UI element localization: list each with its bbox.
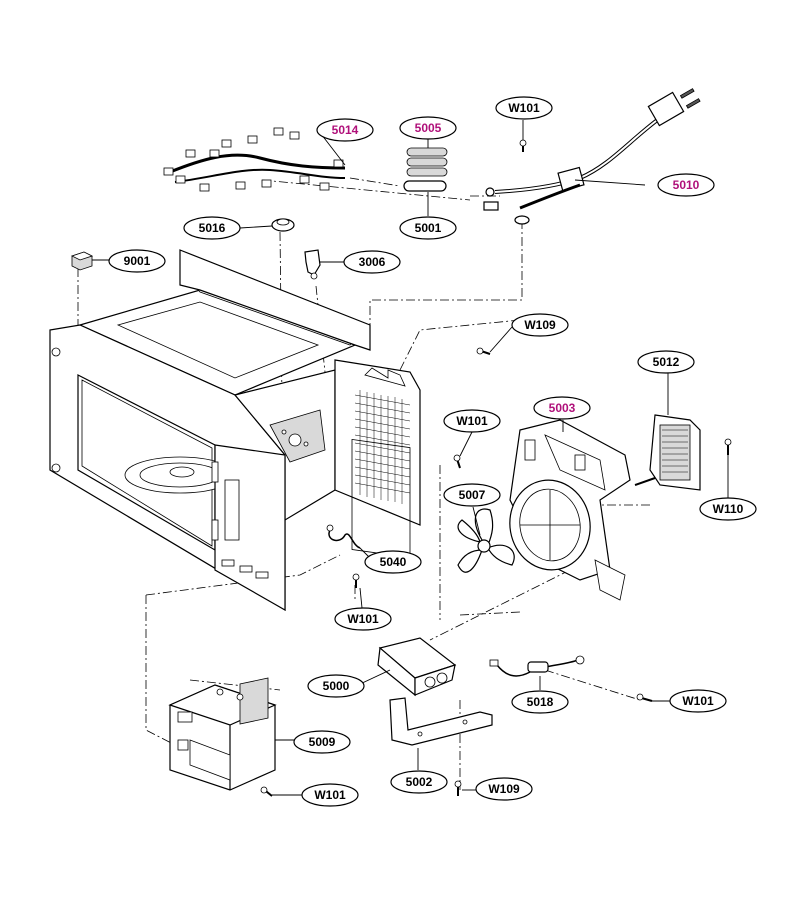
callout-5003: 5003 bbox=[533, 396, 591, 420]
svg-text:W101: W101 bbox=[682, 694, 714, 708]
fan-motor bbox=[634, 414, 701, 491]
screw-icon bbox=[724, 438, 732, 455]
callout-w101-mid: W101 bbox=[443, 409, 501, 433]
svg-text:5002: 5002 bbox=[406, 775, 433, 789]
callout-5001: 5001 bbox=[399, 216, 457, 240]
side-panel bbox=[334, 359, 421, 559]
capacitor bbox=[377, 637, 457, 697]
callout-5018: 5018 bbox=[511, 690, 569, 714]
diode bbox=[489, 655, 585, 677]
svg-text:W109: W109 bbox=[488, 782, 520, 796]
thermal-cutout bbox=[271, 218, 295, 232]
svg-text:5014: 5014 bbox=[332, 123, 359, 137]
callout-w109-right: W109 bbox=[511, 313, 569, 337]
callout-5012: 5012 bbox=[637, 350, 695, 374]
callout-w101-lower: W101 bbox=[334, 607, 392, 631]
svg-text:5040: 5040 bbox=[380, 555, 407, 569]
svg-text:5012: 5012 bbox=[653, 355, 680, 369]
screw-icon bbox=[636, 693, 653, 702]
callout-3006: 3006 bbox=[343, 250, 401, 274]
callout-5009: 5009 bbox=[293, 730, 351, 754]
svg-text:5009: 5009 bbox=[309, 735, 336, 749]
callout-5014: 5014 bbox=[316, 118, 374, 142]
screw-icon bbox=[352, 573, 360, 588]
screw-icon bbox=[453, 454, 461, 469]
capacitor-bracket bbox=[389, 697, 493, 746]
svg-text:5007: 5007 bbox=[459, 488, 486, 502]
callout-w101-bottom: W101 bbox=[301, 783, 359, 807]
callout-5000: 5000 bbox=[307, 674, 365, 698]
svg-text:5000: 5000 bbox=[323, 679, 350, 693]
screw-icon bbox=[260, 786, 273, 797]
svg-text:5016: 5016 bbox=[199, 221, 226, 235]
magnetron bbox=[168, 677, 277, 791]
svg-text:W101: W101 bbox=[508, 101, 540, 115]
screw-icon bbox=[454, 780, 462, 796]
callout-5005: 5005 bbox=[399, 116, 457, 140]
foot bbox=[70, 251, 94, 271]
svg-text:5010: 5010 bbox=[673, 178, 700, 192]
svg-text:5001: 5001 bbox=[415, 221, 442, 235]
callouts: 5014 5005 W101 5010 5001 5016 9001 3006 bbox=[108, 96, 757, 807]
callout-w101-top: W101 bbox=[495, 96, 553, 120]
callout-5002: 5002 bbox=[390, 770, 448, 794]
svg-text:5003: 5003 bbox=[549, 401, 576, 415]
svg-text:W101: W101 bbox=[314, 788, 346, 802]
svg-text:5018: 5018 bbox=[527, 695, 554, 709]
power-cord bbox=[483, 88, 701, 225]
oven-cavity bbox=[49, 249, 371, 612]
fuse-set bbox=[406, 147, 448, 177]
screw-icon bbox=[519, 139, 527, 152]
fuse bbox=[403, 180, 447, 192]
screw-icon bbox=[476, 347, 491, 355]
svg-text:3006: 3006 bbox=[359, 255, 386, 269]
svg-text:W110: W110 bbox=[713, 502, 744, 516]
callout-w101-right: W101 bbox=[669, 689, 727, 713]
callout-w109-bottom: W109 bbox=[475, 777, 533, 801]
latch bbox=[304, 249, 321, 280]
svg-text:W101: W101 bbox=[347, 612, 379, 626]
callout-w110: W110 bbox=[699, 497, 757, 521]
wire-harness bbox=[163, 127, 346, 192]
callout-5016: 5016 bbox=[183, 216, 241, 240]
fan-blade bbox=[457, 508, 515, 573]
svg-text:5005: 5005 bbox=[415, 121, 442, 135]
spring bbox=[326, 524, 361, 549]
svg-text:9001: 9001 bbox=[124, 254, 151, 268]
callout-5010: 5010 bbox=[657, 173, 715, 197]
callout-5007: 5007 bbox=[443, 483, 501, 507]
svg-text:W109: W109 bbox=[524, 318, 556, 332]
fan-duct bbox=[509, 419, 631, 601]
callout-9001: 9001 bbox=[108, 249, 166, 273]
vent-mesh bbox=[354, 390, 411, 504]
svg-text:W101: W101 bbox=[456, 414, 488, 428]
callout-5040: 5040 bbox=[364, 550, 422, 574]
callout-leaders bbox=[92, 120, 729, 796]
